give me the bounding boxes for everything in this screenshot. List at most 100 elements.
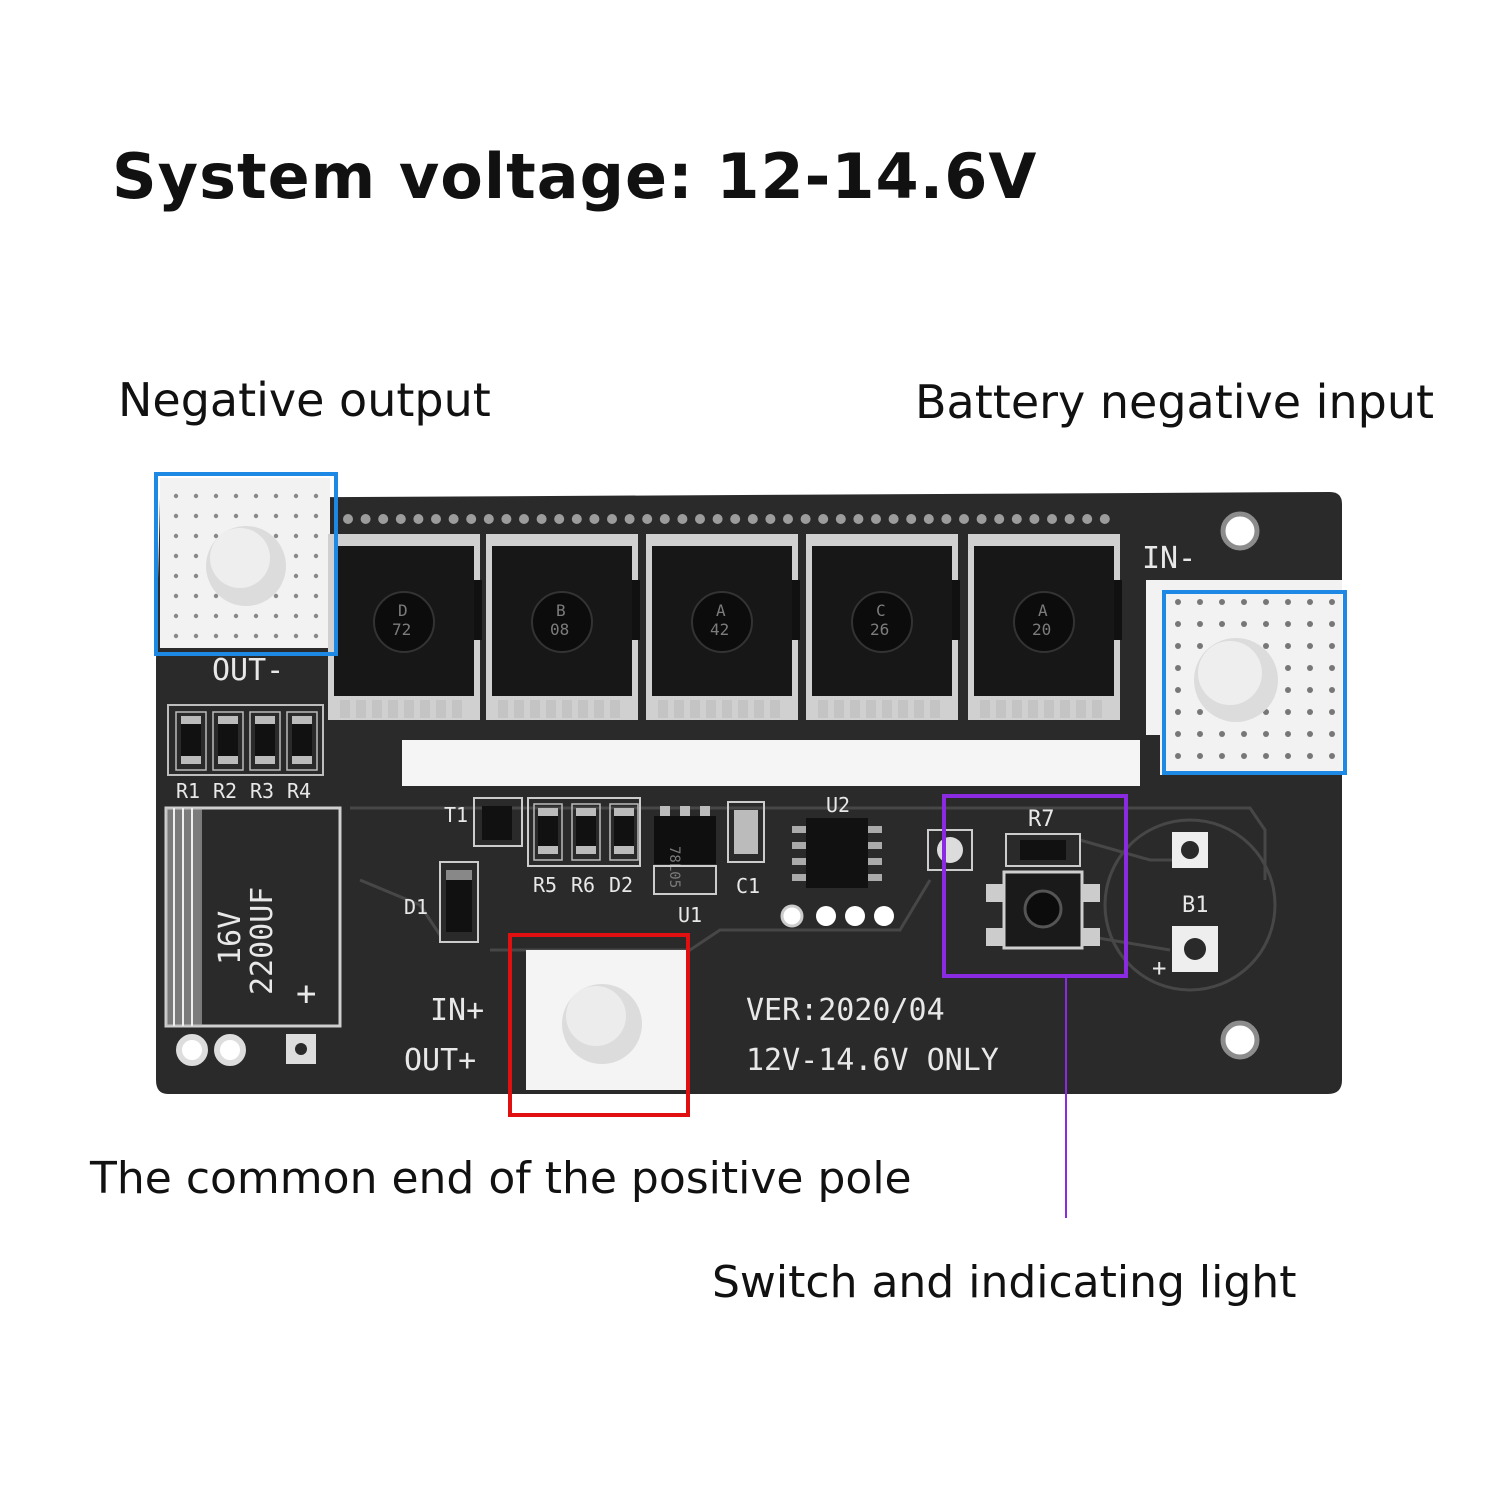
silk-cap-plus: + (296, 974, 316, 1014)
silk-b1-plus: + (1152, 954, 1166, 982)
via-dot (1307, 599, 1313, 605)
via-dot (1285, 687, 1291, 693)
via-hole (554, 514, 565, 524)
via-dot (173, 533, 179, 539)
via-dot (173, 633, 179, 639)
silk-version: VER:2020/04 (746, 993, 945, 1028)
via-hole (501, 514, 512, 524)
negative-output-label: Negative output (118, 373, 491, 427)
via-hole (395, 514, 406, 524)
mosfet: C26 (806, 534, 960, 720)
mosfet: A42 (646, 534, 800, 720)
via-hole (1047, 514, 1057, 524)
via-dot (173, 593, 179, 599)
via-hole (448, 514, 459, 524)
via-dot (1263, 643, 1269, 649)
via-hole (642, 514, 653, 524)
via-hole (712, 514, 723, 524)
reg-marking: 78L05 (666, 846, 682, 888)
via-dot (1329, 731, 1335, 737)
via-dot (253, 613, 259, 619)
mosfet-marking-letter: B (556, 601, 566, 620)
via-hole (1064, 514, 1075, 524)
via-dot (233, 613, 239, 619)
silk-d2: D2 (609, 873, 633, 897)
via-dot (1197, 731, 1203, 737)
via-dot (1329, 709, 1335, 715)
via-dot (1263, 731, 1269, 737)
via-dot (1241, 621, 1247, 627)
via-dot (1285, 731, 1291, 737)
programming-header (780, 904, 894, 928)
via-dot (1263, 621, 1269, 627)
via-dot (313, 593, 319, 599)
capacitor-2200uf: 16V 2200UF + (164, 806, 342, 1028)
via-hole (571, 514, 582, 524)
via-dot (1329, 753, 1335, 759)
via-dot (1329, 643, 1335, 649)
positive-common-highlight (508, 933, 690, 1117)
via-dot (1197, 621, 1203, 627)
via-dot (1285, 643, 1291, 649)
silk-voltage-note: 12V-14.6V ONLY (746, 1043, 999, 1078)
via-dot (1329, 687, 1335, 693)
via-hole (466, 514, 477, 524)
via-hole (677, 514, 688, 524)
via-hole (1082, 514, 1093, 524)
via-hole (695, 514, 705, 524)
silk-r6: R6 (571, 873, 595, 897)
via-dot (213, 513, 219, 519)
via-dot (1241, 731, 1247, 737)
via-hole (730, 514, 741, 524)
silk-r7: R7 (1028, 807, 1055, 832)
mounting-hole (1220, 511, 1260, 551)
via-hole (1099, 514, 1110, 524)
via-hole (906, 514, 917, 524)
via-dot (1197, 709, 1203, 715)
via-dot (193, 513, 199, 519)
via-dot (313, 513, 319, 519)
solder-hole (176, 1034, 208, 1066)
through-hole-row (343, 514, 1110, 524)
via-dot (253, 493, 259, 499)
mosfet: B08 (486, 534, 640, 720)
silk-cap-value: 2200UF (245, 887, 280, 995)
via-dot (273, 633, 279, 639)
via-dot (193, 493, 199, 499)
via-dot (193, 633, 199, 639)
via-dot (1285, 665, 1291, 671)
via-dot (313, 573, 319, 579)
silk-r3: R3 (250, 779, 274, 803)
silk-out-plus: OUT+ (404, 1043, 476, 1078)
via-hole (941, 514, 952, 524)
via-hole (519, 514, 529, 524)
via-dot (1263, 753, 1269, 759)
via-dot (173, 613, 179, 619)
via-dot (173, 553, 179, 559)
silk-in-plus: IN+ (430, 993, 484, 1028)
silk-d1: D1 (404, 895, 428, 919)
via-dot (1285, 599, 1291, 605)
resistor-bank-r1-r4 (167, 704, 324, 776)
via-hole (483, 514, 494, 524)
via-hole (624, 514, 635, 524)
switch-light-highlight (942, 794, 1128, 978)
via-dot (293, 593, 299, 599)
via-dot (253, 633, 259, 639)
mosfet: D72 (328, 534, 482, 720)
resistor-r7 (1005, 833, 1081, 867)
via-dot (313, 493, 319, 499)
via-dot (173, 493, 179, 499)
silk-r2: R2 (213, 779, 237, 803)
via-hole (747, 514, 758, 524)
via-dot (273, 613, 279, 619)
via-dot (293, 513, 299, 519)
mosfet-marking-number: 08 (550, 620, 569, 639)
via-hole (923, 514, 934, 524)
via-hole (800, 514, 811, 524)
via-dot (1175, 731, 1181, 737)
via-dot (1285, 753, 1291, 759)
silk-r4: R4 (287, 779, 311, 803)
